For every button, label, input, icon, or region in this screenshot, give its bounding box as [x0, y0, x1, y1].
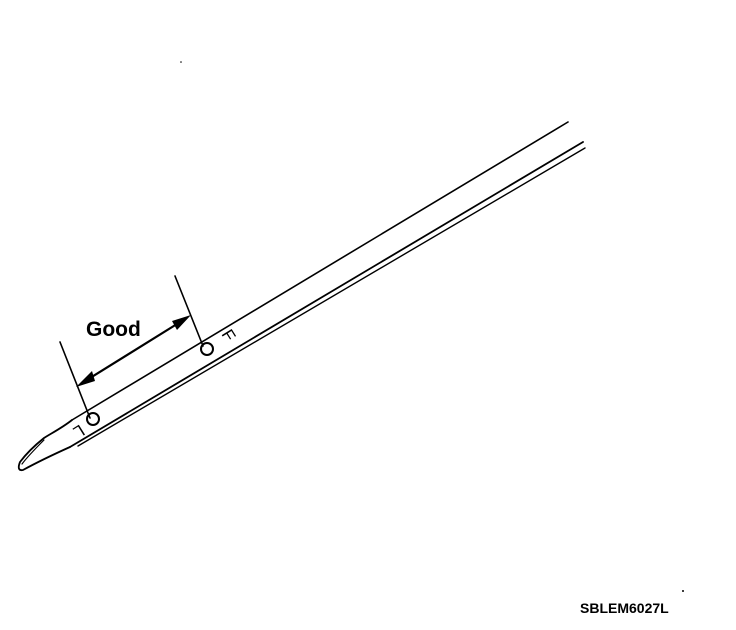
extension-lines — [59, 275, 204, 419]
dipstick-upper-edge — [71, 121, 569, 421]
speck-top — [180, 61, 182, 63]
good-range-arrow — [76, 315, 191, 387]
low-mark-letter: L — [70, 421, 88, 442]
low-level-mark: L — [70, 412, 100, 442]
good-range-label: Good — [86, 318, 141, 341]
arrowhead-low-end — [76, 371, 95, 387]
dipstick-blade — [17, 121, 586, 472]
speck-bottom — [682, 590, 684, 592]
full-mark-letter: F — [218, 326, 240, 345]
full-extension-line — [174, 275, 204, 347]
dipstick-tip-ridge — [21, 439, 45, 465]
low-mark-hole — [86, 412, 100, 426]
dipstick-lower-edge-inner — [77, 147, 586, 447]
scan-specks — [180, 61, 684, 592]
good-range-arrow-shaft — [80, 317, 187, 385]
full-mark-hole — [200, 342, 214, 356]
dipstick-lower-edge — [69, 141, 584, 448]
low-extension-line — [59, 341, 91, 419]
arrowhead-full-end — [172, 315, 191, 330]
dipstick-tip — [17, 419, 73, 472]
figure-code: SBLEM6027L — [580, 600, 669, 616]
